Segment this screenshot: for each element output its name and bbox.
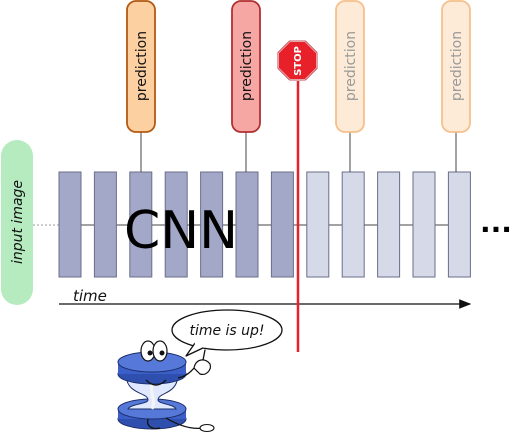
cnn-layer-12 (447, 171, 471, 278)
hourglass-mascot-icon (117, 340, 215, 433)
cnn-layer-6 (235, 171, 259, 278)
speech-bubble: time is up! (171, 309, 283, 357)
cnn-layers (58, 171, 471, 278)
prediction-head-3 (335, 0, 365, 133)
cnn-label: CNN (124, 201, 238, 261)
cnn-layer-2 (93, 171, 117, 278)
cnn-layer-11 (412, 171, 436, 278)
ellipsis: ... (480, 206, 511, 239)
prediction-head-2 (231, 0, 261, 133)
prediction-head-1 (126, 0, 156, 133)
prediction-head-4 (441, 0, 471, 133)
cnn-layer-7 (270, 171, 294, 278)
cnn-layer-8 (306, 171, 330, 278)
prediction-label-4: prediction (449, 31, 465, 101)
prediction-label-3: prediction (343, 31, 359, 101)
stop-sign-icon: STOP (277, 40, 318, 81)
time-label: time (73, 287, 107, 305)
input-image-pill (1, 140, 33, 305)
prediction-label-2: prediction (239, 31, 255, 101)
prediction-heads: prediction prediction prediction prediction (126, 0, 471, 172)
input-image-label: input image (10, 180, 26, 264)
cnn-layer-9 (341, 171, 365, 278)
cnn-layer-5 (200, 171, 224, 278)
prediction-label-1: prediction (134, 31, 150, 101)
cnn-layer-4 (164, 171, 188, 278)
speech-bubble-text: time is up! (189, 323, 264, 339)
stop-sign-label: STOP (293, 46, 304, 76)
cnn-layer-10 (377, 171, 401, 278)
cnn-layer-1 (58, 171, 82, 278)
